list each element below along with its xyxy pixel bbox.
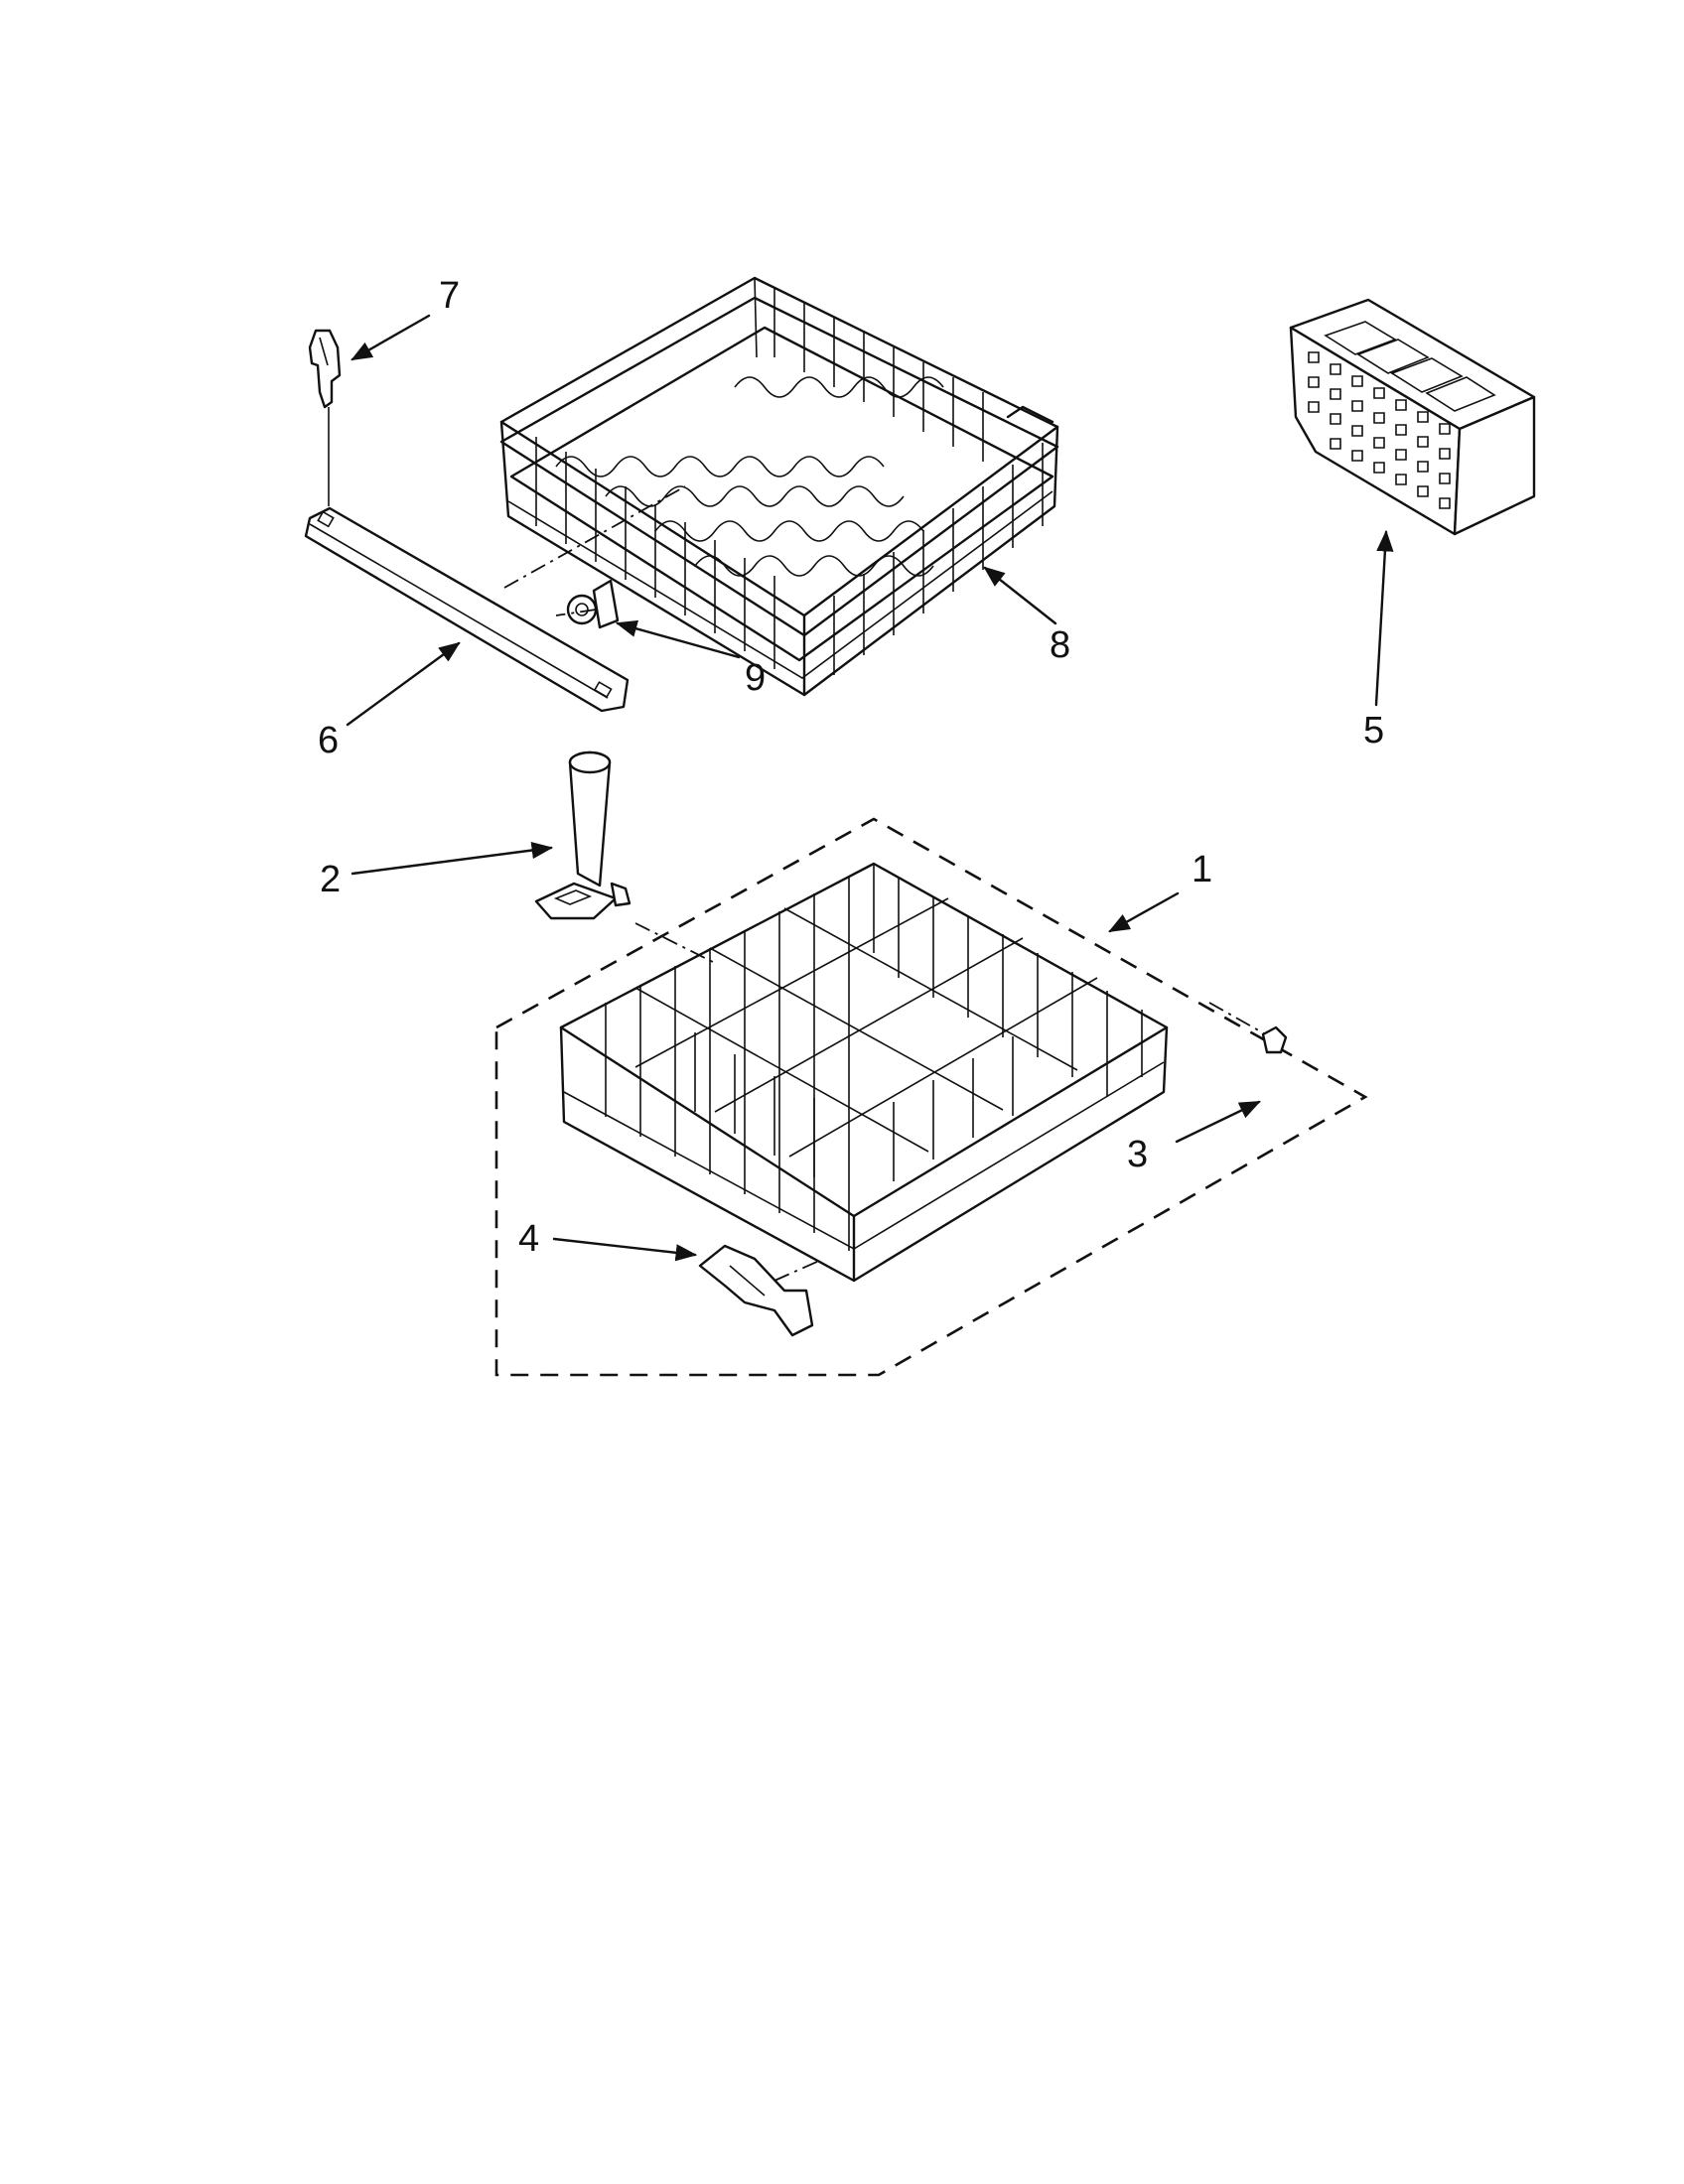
rack-column <box>534 751 632 920</box>
callout-6: 6 <box>318 720 339 761</box>
callout-9: 9 <box>745 657 766 699</box>
callout-8: 8 <box>1050 624 1070 666</box>
rack-roller <box>566 579 620 629</box>
rack-bracket <box>698 1244 814 1337</box>
callout-7: 7 <box>439 275 460 317</box>
lower-rack <box>494 817 1368 1377</box>
rack-rail <box>304 485 686 713</box>
callout-3: 3 <box>1127 1134 1148 1175</box>
callout-5: 5 <box>1363 710 1384 751</box>
rack-clip <box>308 329 342 506</box>
callout-2: 2 <box>320 859 341 900</box>
callout-1: 1 <box>1192 849 1212 890</box>
callout-4: 4 <box>518 1218 539 1260</box>
leader-lines <box>346 314 1394 1262</box>
upper-rack <box>499 276 1059 697</box>
rack-stop <box>1261 1025 1288 1054</box>
silverware-basket <box>1289 298 1536 536</box>
